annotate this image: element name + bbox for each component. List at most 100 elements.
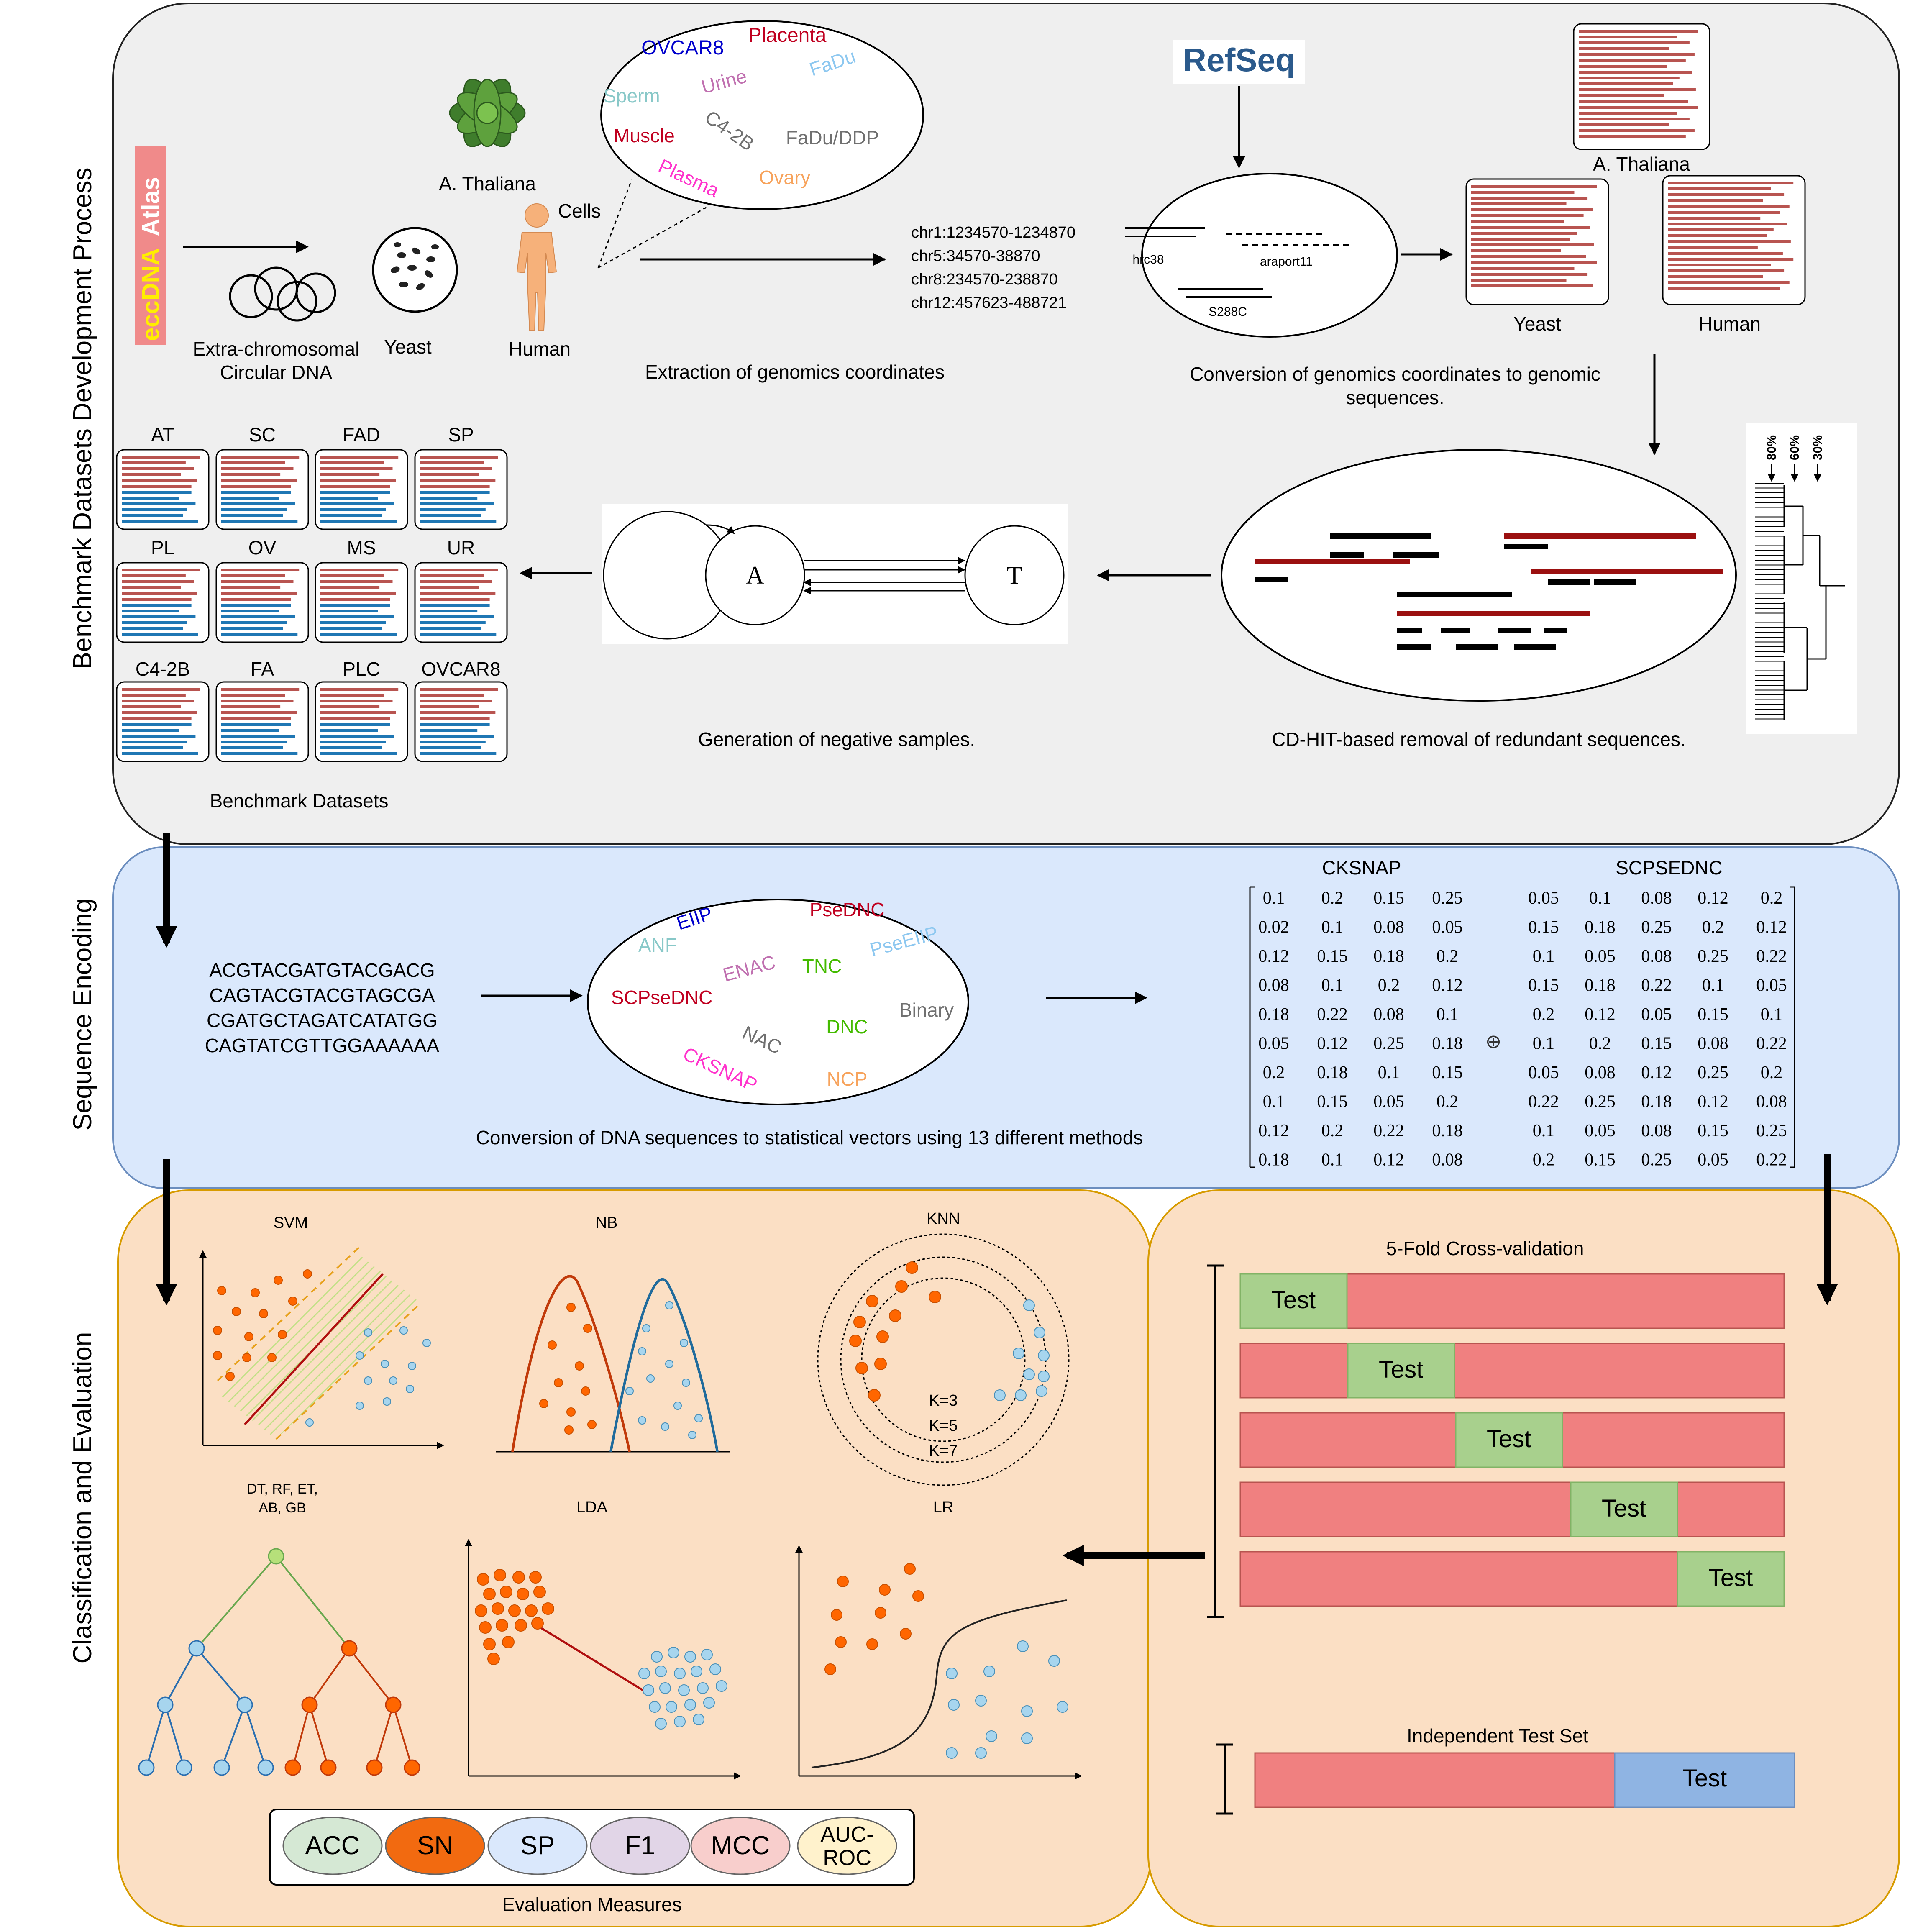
data-point xyxy=(477,1573,489,1586)
data-point xyxy=(643,1684,654,1696)
data-point xyxy=(1048,1655,1060,1667)
data-point xyxy=(986,1730,997,1742)
data-point xyxy=(408,1362,416,1370)
dna-sequence: CAGTATCGTTGGAAAAAA xyxy=(205,1035,440,1056)
cdhit-bars xyxy=(1255,533,1723,650)
metric-ellipse xyxy=(385,1817,485,1875)
data-point xyxy=(406,1385,414,1393)
data-point xyxy=(479,1621,492,1634)
data-point xyxy=(213,1351,222,1360)
matrix2-cell: 0.12 xyxy=(1698,889,1728,908)
knn-title: KNN xyxy=(927,1210,960,1227)
matrix1-cell: 0.1 xyxy=(1321,976,1344,995)
data-point xyxy=(709,1663,721,1675)
metric-ellipse xyxy=(797,1817,897,1875)
matrix1-cell: 0.25 xyxy=(1373,1034,1404,1053)
matrix1-cell: 0.02 xyxy=(1258,918,1289,937)
matrix1-cell: 0.1 xyxy=(1263,889,1285,908)
data-point xyxy=(666,1701,677,1713)
data-point xyxy=(496,1619,508,1632)
data-point xyxy=(533,1586,546,1598)
atlas-logo: eccDNA Atlas xyxy=(135,146,166,345)
data-point xyxy=(668,1647,679,1658)
data-point xyxy=(1038,1371,1050,1382)
matrix2-cell: 0.1 xyxy=(1761,1005,1783,1024)
dataset-label: FAD xyxy=(343,424,380,446)
data-point xyxy=(525,1604,538,1617)
data-point xyxy=(1057,1701,1068,1713)
development-title: Benchmark Datasets Development Process xyxy=(68,167,97,669)
cell-type-label: OVCAR8 xyxy=(641,37,724,59)
data-point xyxy=(853,1316,866,1328)
matrix1-cell: 0.2 xyxy=(1436,947,1459,966)
fold-test-bar xyxy=(1239,1273,1348,1329)
encoding-title: Sequence Encoding xyxy=(68,898,97,1130)
data-point xyxy=(866,1638,878,1650)
matrix2-cell: 0.05 xyxy=(1585,1121,1616,1140)
tree-node xyxy=(341,1640,358,1657)
data-point xyxy=(494,1569,506,1581)
data-point xyxy=(566,1303,576,1312)
matrix2-cell: 0.05 xyxy=(1698,1150,1728,1170)
matrix2-cell: 0.18 xyxy=(1641,1092,1672,1112)
matrix2-cell: 0.08 xyxy=(1641,889,1672,908)
cell-type-label: Muscle xyxy=(614,125,675,146)
eccdna-icon xyxy=(229,266,336,322)
matrix1-cell: 0.15 xyxy=(1373,889,1404,908)
matrix1-cell: 0.1 xyxy=(1263,1092,1285,1112)
data-point xyxy=(649,1701,661,1713)
coordinate-line: chr1:1234570-1234870 xyxy=(911,224,1075,241)
metric-ellipse xyxy=(282,1817,383,1875)
metric-label: SP xyxy=(520,1831,555,1860)
data-point xyxy=(502,1636,515,1648)
fold-test-bar xyxy=(1455,1412,1563,1468)
data-point xyxy=(583,1324,592,1333)
data-point xyxy=(554,1378,563,1387)
data-point xyxy=(946,1747,958,1759)
matrix2-cell: 0.22 xyxy=(1756,1150,1787,1170)
cell-type-label: Placenta xyxy=(748,24,827,46)
metric-ellipse xyxy=(590,1817,690,1875)
cdhit-threshold: 60% xyxy=(1788,435,1802,460)
cell-type-label: Ovary xyxy=(759,167,811,188)
tree-node xyxy=(236,1696,253,1713)
matrix2-cell: 0.12 xyxy=(1641,1063,1672,1082)
matrix2-cell: 0.22 xyxy=(1528,1092,1559,1112)
dataset-card xyxy=(315,449,408,530)
data-point xyxy=(213,1326,222,1335)
data-point xyxy=(983,1666,995,1677)
data-point xyxy=(855,1362,868,1374)
data-point xyxy=(531,1617,544,1630)
matrix2-cell: 0.08 xyxy=(1698,1034,1728,1053)
tree-node xyxy=(320,1759,337,1776)
metric-label: F1 xyxy=(625,1831,655,1860)
matrix2-cell: 0.08 xyxy=(1585,1063,1616,1082)
matrix2-cell: 0.2 xyxy=(1761,889,1783,908)
data-point xyxy=(225,1372,235,1381)
dataset-label: PLC xyxy=(343,658,380,680)
dataset-label: PL xyxy=(151,537,174,559)
data-point xyxy=(259,1309,268,1318)
dataset-label: MS xyxy=(347,537,376,559)
dataset-label: OV xyxy=(248,537,277,559)
matrix2-cell: 0.25 xyxy=(1641,918,1672,937)
matrix1-cell: 0.18 xyxy=(1258,1005,1289,1024)
encoding-method-label: DNC xyxy=(826,1016,868,1038)
data-point xyxy=(278,1330,287,1339)
data-point xyxy=(483,1588,496,1600)
data-point xyxy=(904,1563,916,1575)
human-label: Human xyxy=(509,338,571,360)
matrix2-cell: 0.2 xyxy=(1761,1063,1783,1082)
data-point xyxy=(876,1330,889,1343)
fold-train-bar xyxy=(1239,1343,1785,1399)
matrix1-cell: 0.12 xyxy=(1258,947,1289,966)
refseq-label: RefSeq xyxy=(1183,41,1296,78)
data-point xyxy=(638,1668,650,1679)
matrix1-cell: 0.18 xyxy=(1258,1150,1289,1170)
matrix2-cell: 0.1 xyxy=(1533,1121,1555,1140)
tree-diagram xyxy=(138,1548,420,1776)
data-point xyxy=(1023,1368,1035,1380)
data-point xyxy=(655,1666,667,1677)
